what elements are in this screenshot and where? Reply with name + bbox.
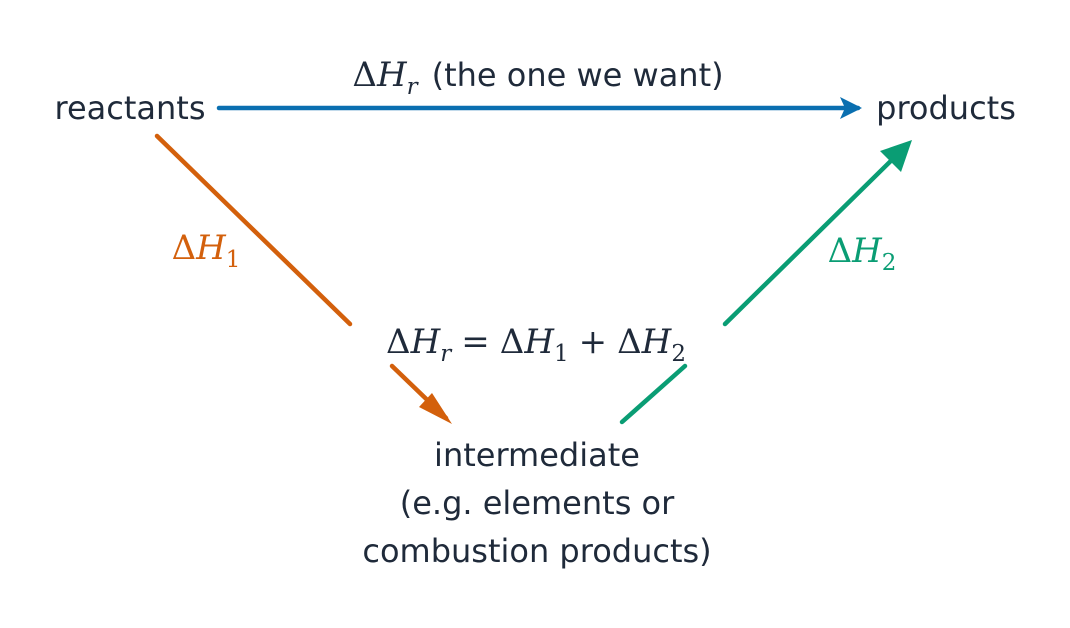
- reaction-edge-label: ΔHr (the one we want): [352, 55, 723, 100]
- equation-lhs-subscript: r: [440, 341, 453, 367]
- equation-term2-delta: Δ: [617, 322, 642, 362]
- equation-term1-variable: H: [523, 322, 555, 362]
- reaction-subscript: r: [407, 74, 420, 100]
- step2-edge-label: ΔH2: [828, 231, 897, 276]
- step1-arrowhead: [419, 393, 452, 424]
- equation-term2-subscript: 2: [671, 341, 686, 367]
- equation-lhs-delta: Δ: [386, 322, 411, 362]
- step2-arrow-upper: [722, 144, 908, 327]
- reaction-variable: H: [376, 55, 408, 95]
- equation-lhs-variable: H: [410, 322, 442, 362]
- step2-arrowhead: [880, 140, 912, 172]
- step1-delta: Δ: [172, 228, 197, 268]
- intermediate-line-1: intermediate: [434, 436, 640, 474]
- products-label: products: [876, 89, 1016, 127]
- reaction-delta: Δ: [352, 55, 377, 95]
- step2-variable: H: [851, 231, 883, 271]
- step1-arrow-upper: [154, 133, 353, 327]
- intermediate-label: intermediate (e.g. elements or combustio…: [362, 436, 711, 570]
- step2-subscript: 2: [882, 250, 897, 276]
- step1-subscript: 1: [226, 247, 241, 273]
- reaction-arrowhead: [840, 97, 862, 119]
- step2-arrow-lower: [619, 363, 688, 425]
- step1-variable: H: [195, 228, 227, 268]
- equation-term2-variable: H: [641, 322, 673, 362]
- hess-law-equation: ΔHr=ΔH1+ΔH2: [386, 322, 686, 367]
- equation-plus: +: [579, 322, 608, 362]
- equation-equals: =: [461, 322, 490, 362]
- intermediate-line-3: combustion products): [362, 532, 711, 570]
- step2-delta: Δ: [828, 231, 853, 271]
- equation-term1-delta: Δ: [500, 322, 525, 362]
- step1-edge-label: ΔH1: [172, 228, 241, 273]
- reaction-note: (the one we want): [432, 56, 724, 94]
- intermediate-line-2: (e.g. elements or: [400, 484, 675, 522]
- equation-term1-subscript: 1: [554, 341, 569, 367]
- reactants-label: reactants: [55, 89, 206, 127]
